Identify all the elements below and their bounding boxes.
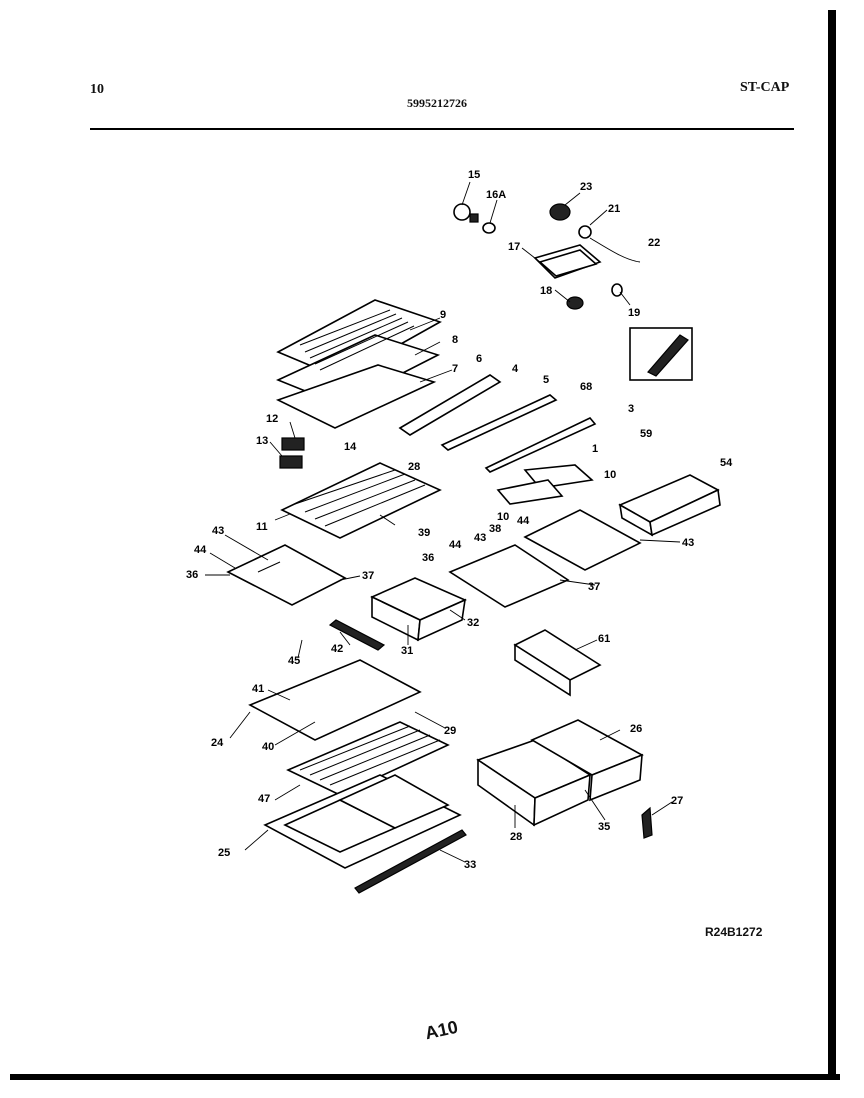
label-44-left: 44 <box>194 544 207 556</box>
label-54: 54 <box>720 457 733 469</box>
label-36-center: 36 <box>422 552 434 564</box>
label-37-right: 37 <box>588 581 600 593</box>
label-36-left: 36 <box>186 569 198 581</box>
label-61: 61 <box>598 633 610 645</box>
header-code: ST-CAP <box>740 80 790 95</box>
label-43-left: 43 <box>212 525 224 537</box>
label-11: 11 <box>256 521 268 533</box>
label-40: 40 <box>262 741 274 753</box>
label-32: 32 <box>467 617 479 629</box>
light-housing-part <box>533 203 641 310</box>
glass-shelf-right-part <box>523 509 642 571</box>
label-68: 68 <box>580 381 592 393</box>
label-16a: 16A <box>486 189 506 201</box>
label-26: 26 <box>630 723 642 735</box>
drawer-31-part <box>370 577 467 642</box>
label-29: 29 <box>444 725 456 737</box>
crisper-frame-part <box>263 774 462 869</box>
label-1: 1 <box>592 443 598 455</box>
label-18: 18 <box>540 285 552 297</box>
ice-tray-part <box>496 464 594 505</box>
label-13: 13 <box>256 435 268 447</box>
label-35: 35 <box>598 821 610 833</box>
label-43-right: 43 <box>682 537 694 549</box>
label-45: 45 <box>288 655 300 667</box>
label-31: 31 <box>401 645 413 657</box>
label-15: 15 <box>468 169 480 181</box>
light-bulb-part <box>453 203 496 234</box>
label-47: 47 <box>258 793 270 805</box>
label-3: 3 <box>628 403 634 415</box>
top-shelf-part <box>275 299 442 429</box>
label-9: 9 <box>440 309 446 321</box>
label-27: 27 <box>671 795 683 807</box>
label-19: 19 <box>628 307 640 319</box>
label-8: 8 <box>452 334 458 346</box>
sheet-border-right <box>828 10 836 1080</box>
leader-lines <box>205 181 681 863</box>
label-39: 39 <box>418 527 430 539</box>
label-44-center: 44 <box>449 539 462 551</box>
drawing-reference-number: R24B1272 <box>705 925 763 939</box>
pin-27-part <box>641 806 653 839</box>
header-model-number: 5995212726 <box>407 96 467 110</box>
wire-shelf-part <box>280 462 442 539</box>
label-28-lower: 28 <box>510 831 522 843</box>
part-labels: 15 16A 23 21 22 17 18 19 9 8 7 6 4 5 68 … <box>186 169 733 871</box>
glass-shelf-center-part <box>448 544 570 608</box>
label-59: 59 <box>640 428 652 440</box>
label-24: 24 <box>211 737 224 749</box>
rod-33-part <box>354 829 467 894</box>
label-5: 5 <box>543 374 549 386</box>
glass-shelf-left-part <box>226 544 347 606</box>
label-37-left: 37 <box>362 570 374 582</box>
label-43-center: 43 <box>474 532 486 544</box>
label-25: 25 <box>218 847 230 859</box>
header-rule <box>90 128 794 130</box>
label-21: 21 <box>608 203 620 215</box>
crisper-cover-grille-part <box>286 721 450 796</box>
crisper-drawers-part <box>476 719 644 827</box>
bracket-parts <box>279 437 305 469</box>
label-10-lower: 10 <box>497 511 509 523</box>
label-23: 23 <box>580 181 592 193</box>
label-33: 33 <box>464 859 476 871</box>
label-22: 22 <box>648 237 660 249</box>
label-41: 41 <box>252 683 264 695</box>
shelf-rails-part <box>398 374 597 473</box>
label-28: 28 <box>408 461 420 473</box>
label-6: 6 <box>476 353 482 365</box>
header-page-number: 10 <box>90 82 104 97</box>
glass-shelf-41-part <box>248 659 422 741</box>
label-44-right: 44 <box>517 515 530 527</box>
label-42: 42 <box>331 643 343 655</box>
detail-inset-part <box>629 327 693 381</box>
label-4: 4 <box>512 363 519 375</box>
bracket-61-part <box>513 629 602 697</box>
label-7: 7 <box>452 363 458 375</box>
label-38: 38 <box>489 523 501 535</box>
label-17: 17 <box>508 241 520 253</box>
label-14: 14 <box>344 441 357 453</box>
label-12: 12 <box>266 413 278 425</box>
rod-42-part <box>328 619 386 651</box>
sheet-border-bottom <box>10 1074 840 1080</box>
label-10-upper: 10 <box>604 469 616 481</box>
storage-bin-54-part <box>618 474 721 537</box>
